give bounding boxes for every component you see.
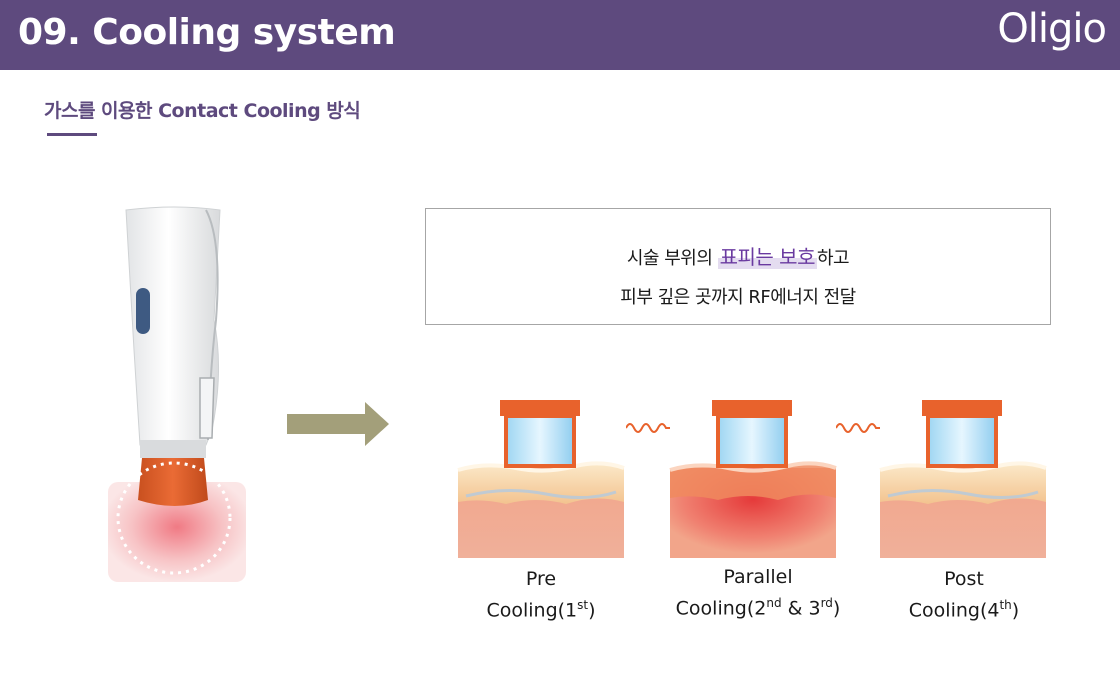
- brand-logo: Oligio: [997, 6, 1107, 52]
- handpiece-button: [136, 288, 150, 334]
- info-line-1-after: 하고: [816, 248, 850, 269]
- info-line-1-before: 시술 부위의: [626, 248, 718, 269]
- handpiece-illustration: [108, 206, 246, 582]
- rf-wave-icon: [836, 423, 880, 433]
- skin-block: [108, 482, 246, 582]
- cooling-tip: [138, 458, 208, 506]
- section-subtitle: 가스를 이용한 Contact Cooling 방식: [44, 100, 361, 122]
- stage-label-pre-line1: Pre: [525, 568, 557, 590]
- stage-label-post-line2: Cooling(4th): [908, 598, 1020, 622]
- stage-label-parallel-line1: Parallel: [723, 566, 793, 588]
- stage-label-pre: Pre Cooling(1st): [446, 566, 636, 623]
- stage-pre-cooling: [456, 398, 626, 560]
- page-title: 09. Cooling system: [18, 12, 396, 53]
- stage-post-cooling: [878, 398, 1048, 560]
- stage-label-post-line1: Post: [944, 568, 984, 590]
- stage-parallel-cooling: [668, 398, 838, 560]
- rf-wave-icon: [626, 423, 670, 433]
- subtitle-underline: [47, 133, 97, 136]
- info-highlight: 표피는 보호: [717, 245, 817, 269]
- stage-label-parallel-line2: Cooling(2nd & 3rd): [675, 596, 841, 620]
- stage-label-pre-line2: Cooling(1st): [486, 598, 596, 622]
- stage-label-post: Post Cooling(4th): [869, 566, 1059, 623]
- header-bar: 09. Cooling system Oligio: [0, 0, 1120, 70]
- cooling-zone-outline: [116, 461, 232, 575]
- info-line-2: 피부 깊은 곳까지 RF에너지 전달: [620, 287, 856, 308]
- stage-label-parallel: Parallel Cooling(2nd & 3rd): [663, 564, 853, 621]
- right-arrow-icon: [287, 402, 389, 446]
